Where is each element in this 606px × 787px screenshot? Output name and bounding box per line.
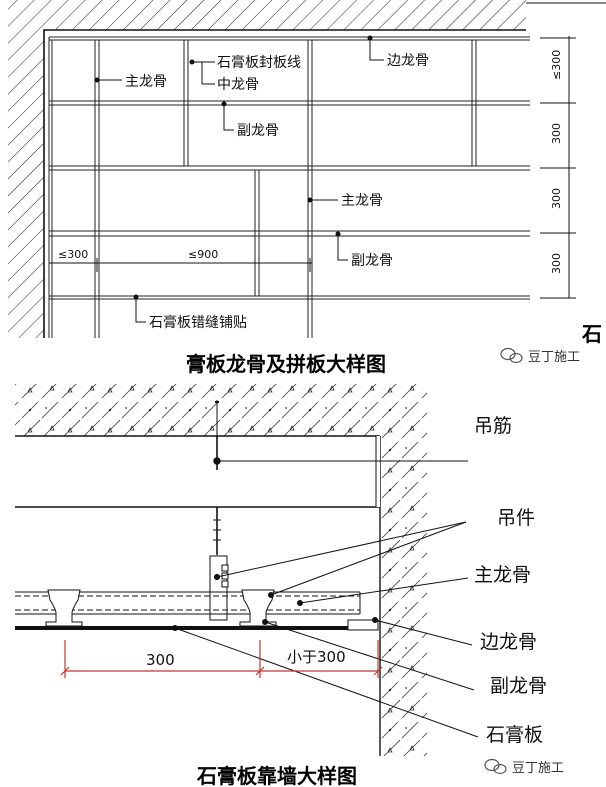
label-hanger-bar: 吊筋 bbox=[474, 415, 512, 437]
gypsum-board-strip bbox=[15, 626, 378, 630]
bottom-dimension bbox=[60, 640, 383, 678]
label-sub-keel-right: 副龙骨 bbox=[351, 253, 393, 269]
label-sub-keel: 副龙骨 bbox=[490, 675, 547, 697]
label-main-keel: 主龙骨 bbox=[474, 564, 531, 586]
top-title-prefix: 石 bbox=[581, 322, 602, 346]
wechat-icon bbox=[500, 347, 523, 364]
bottom-detail-diagram: 300 小于300 吊筋 吊件 主龙骨 边龙骨 副龙骨 石膏板 石膏板靠墙大样图 bbox=[15, 384, 547, 787]
top-horizontal-dim bbox=[49, 258, 312, 272]
ceiling-slab bbox=[15, 384, 427, 436]
label-sub-keel-top: 副龙骨 bbox=[237, 123, 279, 139]
top-wall-edge bbox=[43, 29, 526, 338]
bottom-title: 石膏板靠墙大样图 bbox=[196, 764, 357, 787]
label-staggered: 石膏板错缝铺贴 bbox=[149, 314, 247, 331]
wechat-icon bbox=[484, 758, 507, 775]
sub-keel-1 bbox=[45, 589, 83, 627]
watermark-top: 豆丁施工 bbox=[500, 347, 580, 365]
dim-span-right: 小于300 bbox=[287, 648, 346, 666]
label-edge-keel: 边龙骨 bbox=[387, 53, 429, 69]
edge-keel-part bbox=[347, 619, 379, 631]
top-wall-hatch bbox=[8, 0, 526, 338]
label-middle-keel: 中龙骨 bbox=[217, 77, 259, 93]
main-keels bbox=[94, 40, 313, 338]
dim-span-left: 300 bbox=[146, 651, 175, 669]
dim-right-2: 300 bbox=[550, 123, 563, 144]
label-gypsum-board: 石膏板 bbox=[486, 723, 543, 746]
label-hanger: 吊件 bbox=[497, 507, 535, 529]
hanger-rod bbox=[213, 400, 221, 555]
dim-right-top: ≤300 bbox=[550, 50, 563, 80]
label-edge-keel: 边龙骨 bbox=[480, 631, 537, 653]
top-vertical-dim bbox=[540, 36, 576, 299]
label-seam-line: 石膏板封板线 bbox=[217, 54, 301, 71]
label-main-keel-right: 主龙骨 bbox=[341, 193, 383, 209]
label-main-keel-left: 主龙骨 bbox=[125, 74, 167, 90]
dim-left-span: ≤300 bbox=[58, 248, 88, 261]
watermark-bottom: 豆丁施工 bbox=[484, 758, 564, 776]
watermark-text-bottom: 豆丁施工 bbox=[512, 761, 564, 776]
dim-right-4: 300 bbox=[550, 253, 563, 274]
bottom-leaders bbox=[174, 460, 479, 738]
board-grid bbox=[48, 36, 530, 338]
top-title: 膏板龙骨及拼板大样图 bbox=[186, 352, 386, 376]
top-leaders bbox=[94, 35, 384, 323]
top-detail-diagram: 主龙骨 石膏板封板线 中龙骨 边龙骨 副龙骨 主龙骨 副龙骨 石膏板错缝铺贴 ≤… bbox=[8, 0, 606, 376]
dim-mid-span: ≤900 bbox=[188, 248, 218, 261]
watermark-text-top: 豆丁施工 bbox=[528, 350, 580, 365]
dim-right-3: 300 bbox=[550, 188, 563, 209]
side-wall bbox=[380, 436, 427, 756]
